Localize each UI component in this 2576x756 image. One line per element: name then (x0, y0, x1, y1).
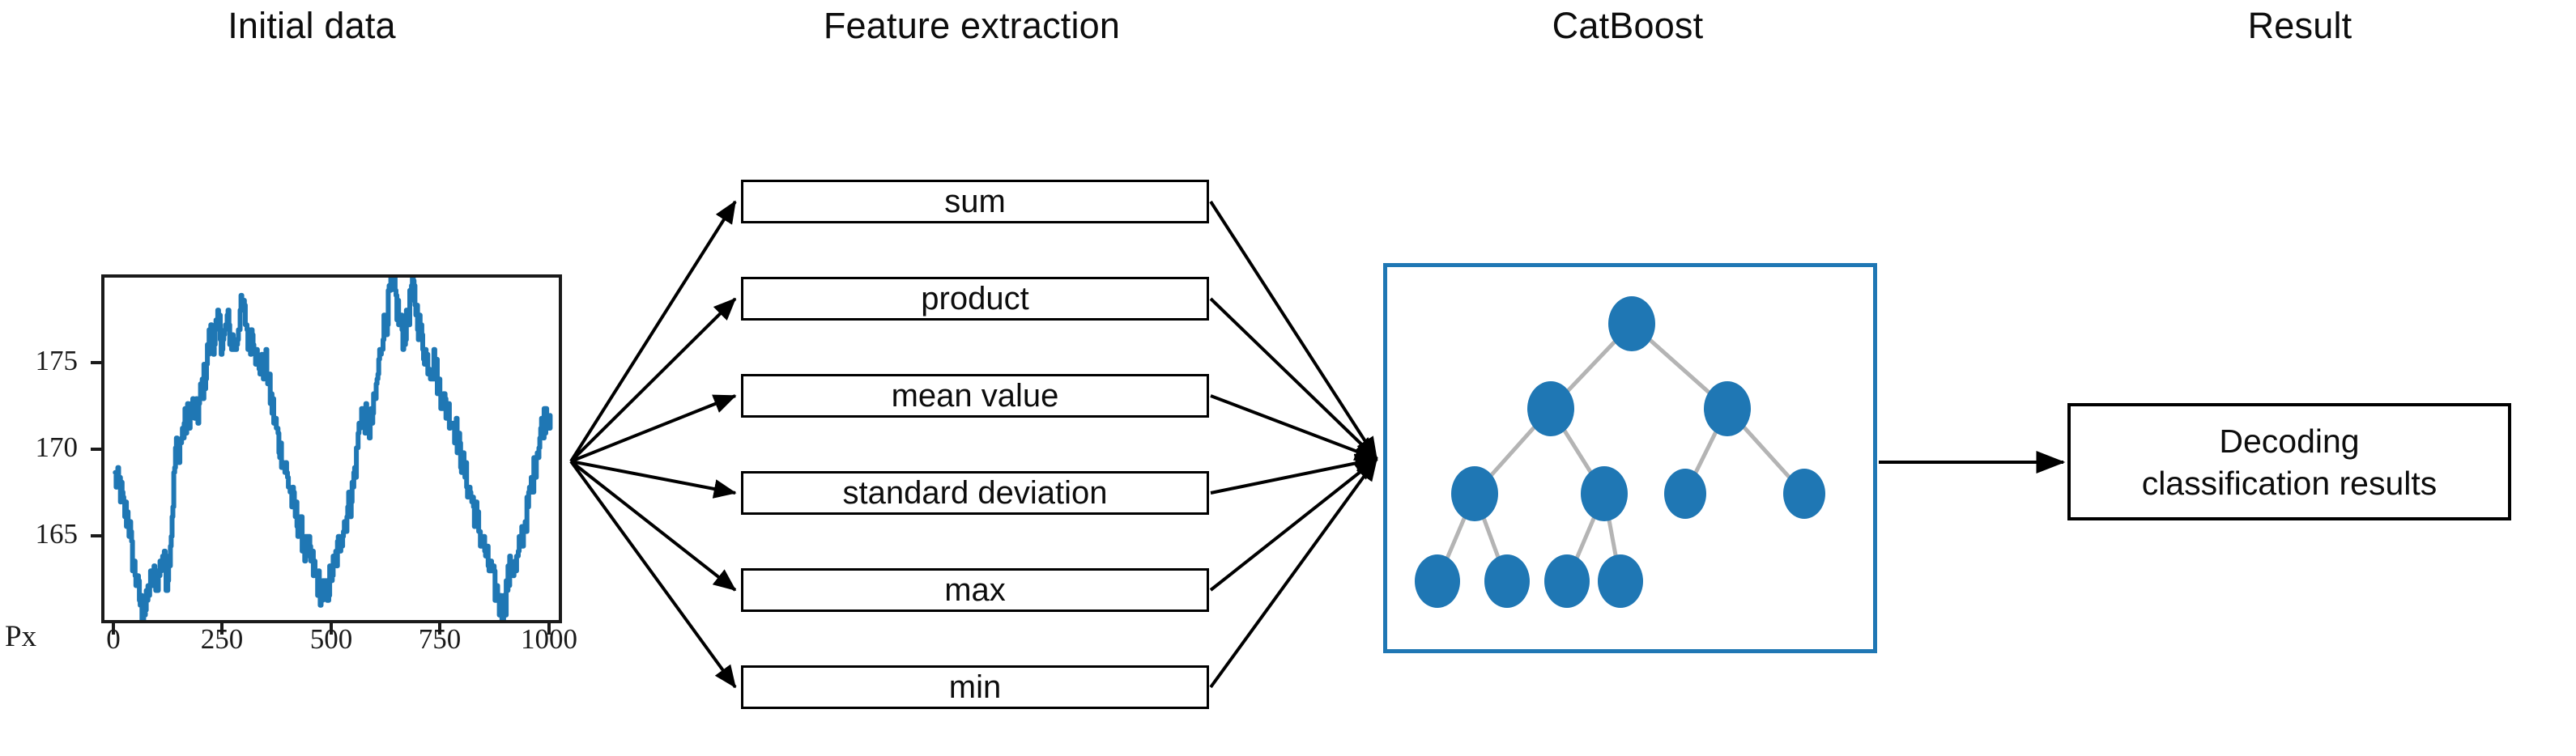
feature-box-standard-deviation[interactable]: standard deviation (741, 471, 1209, 515)
signal-plot (91, 274, 562, 635)
tree-leaf-3 (1544, 554, 1590, 608)
arrow-product-to-catboost (1209, 297, 1378, 461)
feature-box-sum[interactable]: sum (741, 180, 1209, 223)
arrow-standard-deviation-to-catboost (1210, 453, 1378, 495)
arrow-to-product (569, 297, 737, 463)
x-axis-title: Px (5, 620, 37, 653)
x-axis-ticks (112, 622, 551, 635)
x-tick-label-1000: 1000 (521, 623, 577, 655)
y-tick-label-165: 165 (35, 518, 79, 550)
fanin-arrows-features-to-catboost (1209, 200, 1378, 689)
arrow-to-min (569, 460, 737, 689)
arrow-to-sum (569, 200, 737, 463)
x-tick-label-0: 0 (106, 623, 121, 655)
tree-leaf-1 (1415, 554, 1460, 608)
y-tick-label-170: 170 (35, 431, 79, 463)
catboost-panel (1383, 263, 1877, 653)
column-header-catboost: CatBoost (1552, 5, 1704, 46)
tree-node-l1-right (1704, 381, 1751, 436)
tree-node-l2-d (1783, 469, 1825, 519)
column-header-initial-data: Initial data (228, 5, 396, 46)
tree-node-l2-b (1581, 466, 1628, 521)
feature-box-product[interactable]: product (741, 277, 1209, 321)
arrow-mean-value-to-catboost (1210, 394, 1378, 461)
fanout-arrows-chart-to-features (569, 200, 737, 689)
arrow-to-standard-deviation (570, 460, 737, 499)
tree-leaf-4 (1598, 554, 1643, 608)
arrow-min-to-catboost (1209, 457, 1378, 689)
y-tick-label-175: 175 (35, 345, 79, 376)
feature-box-max[interactable]: max (741, 568, 1209, 612)
result-box[interactable]: Decoding classification results (2067, 403, 2511, 520)
x-tick-label-250: 250 (200, 623, 244, 655)
feature-box-mean-value[interactable]: mean value (741, 374, 1209, 418)
tree-leaf-2 (1484, 554, 1530, 608)
tree-nodes (1415, 296, 1825, 608)
y-axis-ticks (91, 361, 103, 537)
column-header-result: Result (2247, 5, 2352, 46)
arrow-max-to-catboost (1209, 457, 1378, 592)
x-tick-label-750: 750 (418, 623, 462, 655)
column-header-feature-extraction: Feature extraction (823, 5, 1121, 46)
decision-tree (1415, 296, 1825, 608)
result-line-1: Decoding (2219, 422, 2360, 460)
tree-node-l2-a (1451, 466, 1498, 521)
tree-node-root (1608, 296, 1655, 351)
tree-node-l1-left (1527, 381, 1574, 436)
arrow-to-mean-value (570, 394, 737, 463)
arrow-sum-to-catboost (1209, 200, 1378, 461)
arrow-to-max (569, 460, 737, 592)
x-tick-label-500: 500 (309, 623, 353, 655)
signal-series-line (113, 278, 553, 620)
feature-box-min[interactable]: min (741, 665, 1209, 709)
initial-data-chart: 175 170 165 0 250 500 750 1000 Px (0, 259, 599, 664)
result-line-2: classification results (2141, 464, 2438, 502)
tree-node-l2-c (1664, 469, 1706, 519)
